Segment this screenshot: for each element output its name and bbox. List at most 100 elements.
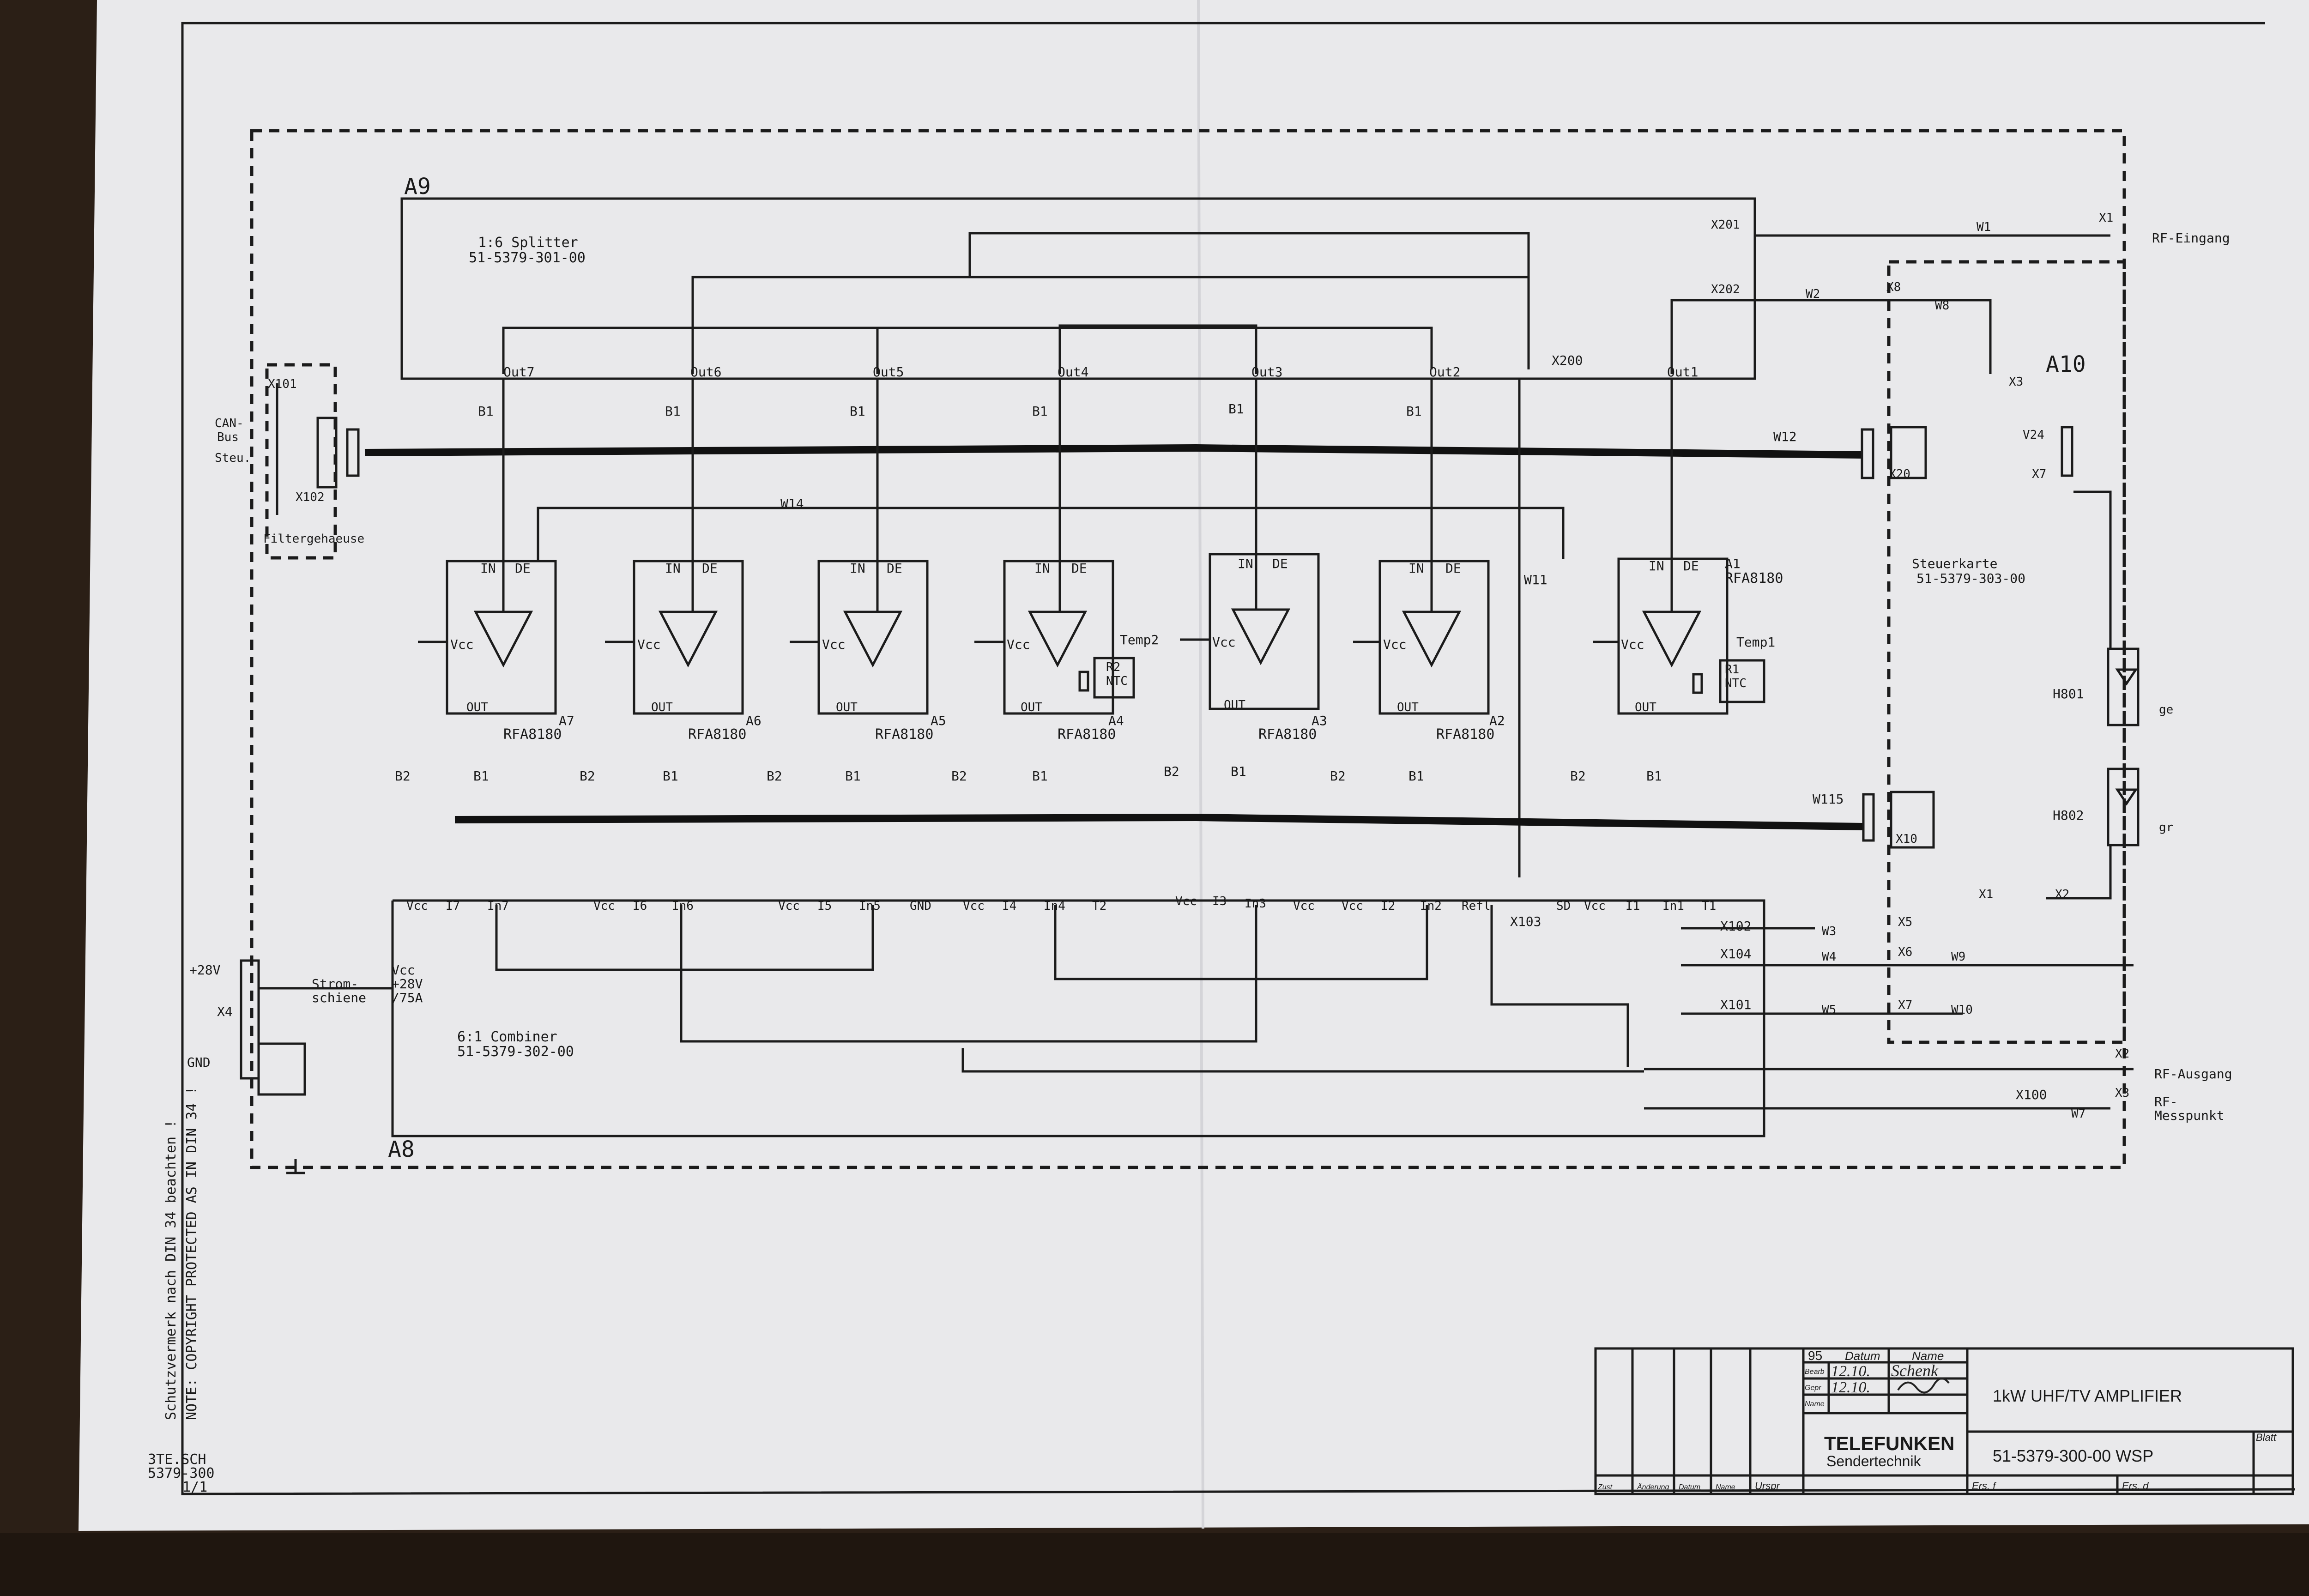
tb-year: 95 xyxy=(1808,1348,1822,1363)
paper-fold xyxy=(1197,0,1204,1529)
connector-v24: V24 xyxy=(2023,428,2044,442)
wire-w3: W3 xyxy=(1822,925,1836,938)
connector-x5: X5 xyxy=(1898,915,1912,929)
cp-vcc-3: Vcc xyxy=(1175,895,1197,908)
a3-de: DE xyxy=(1272,556,1288,571)
b1-2: B1 xyxy=(1408,768,1424,784)
connector-x202: X202 xyxy=(1711,283,1740,296)
can-bus-w12 xyxy=(364,444,1862,459)
a4-type: RFA8180 xyxy=(1058,726,1116,743)
tb-date1: 12.10. xyxy=(1831,1363,1870,1380)
connector-x1b: X1 xyxy=(1979,888,1993,901)
control-card-outline xyxy=(1887,260,2126,1044)
b1-3: B1 xyxy=(1231,764,1246,779)
connector-x3: X3 xyxy=(2115,1086,2129,1100)
a1-in: IN xyxy=(1649,558,1664,574)
led-h802-label: H802 xyxy=(2053,808,2084,823)
a6-vcc: Vcc xyxy=(637,637,661,652)
connector-x6: X6 xyxy=(1898,945,1912,959)
b1-1: B1 xyxy=(1646,768,1662,784)
tb-blatt: Blatt xyxy=(2256,1432,2277,1443)
route-out5-top xyxy=(968,232,1530,360)
a6-in: IN xyxy=(665,561,681,576)
amplifier-a7 xyxy=(418,379,557,715)
amplifier-a1 xyxy=(1593,379,1729,715)
a1-vcc: Vcc xyxy=(1621,637,1644,652)
ntc-r1-box xyxy=(1719,659,1765,703)
rail-v2: +28V xyxy=(392,976,423,991)
b1-top-7: B1 xyxy=(478,404,494,419)
title-block xyxy=(1594,1347,2294,1495)
tb-name1: Schenk xyxy=(1891,1361,1939,1380)
ntc-temp1: Temp1 xyxy=(1736,635,1775,650)
v24-plug xyxy=(2061,426,2073,477)
tb-datum: Datum xyxy=(1845,1349,1880,1363)
x20-box xyxy=(1890,426,1927,479)
side-note-2: NOTE: COPYRIGHT PROTECTED AS IN DIN 34 ! xyxy=(184,1087,200,1420)
led-h801 xyxy=(2107,647,2140,726)
ntc-r2-box xyxy=(1093,657,1135,699)
wire-w9: W9 xyxy=(1951,950,1965,964)
a6-id: A6 xyxy=(746,713,762,728)
a7-out: OUT xyxy=(466,701,488,714)
cp-vcc-x: Vcc xyxy=(1293,899,1315,913)
splitter-part: 51-5379-301-00 xyxy=(469,250,586,266)
wire-w7: W7 xyxy=(2071,1107,2085,1121)
tb-ers-f: Ers. f xyxy=(1972,1480,1997,1492)
rf-output: RF-Ausgang xyxy=(2154,1066,2232,1082)
connector-x8: X8 xyxy=(1886,280,1901,294)
rf-measure-l1: RF- xyxy=(2154,1094,2178,1109)
tb-signature xyxy=(1897,1378,1950,1394)
a5-id: A5 xyxy=(931,713,946,728)
side-note-1: Schutzvermerk nach DIN 34 beachten ! xyxy=(163,1120,179,1420)
amplifier-a6 xyxy=(605,379,744,715)
led-h801-color: ge xyxy=(2159,703,2173,717)
tb-gepr: Gepr xyxy=(1805,1384,1821,1392)
control-card-part: 51-5379-303-00 xyxy=(1916,571,2025,586)
tb-drawing-no: 51-5379-300-00 WSP xyxy=(1993,1446,2153,1465)
b1-top-4: B1 xyxy=(1032,404,1048,419)
connector-x10: X10 xyxy=(1896,832,1917,846)
a3-in: IN xyxy=(1238,556,1253,571)
cp-vcc-5: Vcc xyxy=(778,899,800,913)
combiner-route-out xyxy=(961,1048,1644,1073)
splitter-out7: Out7 xyxy=(503,364,534,380)
wire-w115: W115 xyxy=(1813,792,1844,807)
a5-vcc: Vcc xyxy=(822,637,846,652)
cp-vcc-7: Vcc xyxy=(406,899,428,913)
cp-i2: I2 xyxy=(1381,899,1395,913)
led-route xyxy=(2073,490,2112,649)
cp-in3: In3 xyxy=(1245,897,1266,911)
b2-5: B2 xyxy=(767,768,782,784)
refl-route xyxy=(1490,905,1629,1067)
connector-x7b: X7 xyxy=(2032,467,2046,481)
b1-top-2: B1 xyxy=(1406,404,1422,419)
x101-connector-body xyxy=(316,417,338,489)
combiner-route-7-5 xyxy=(495,905,874,971)
a4-vcc: Vcc xyxy=(1007,637,1030,652)
ntc-temp2: Temp2 xyxy=(1120,632,1159,647)
table-shadow xyxy=(0,1533,2309,1596)
tb-aenderung: Änderung xyxy=(1637,1483,1669,1491)
connector-x101: X101 xyxy=(1720,997,1751,1012)
tb-ers-d: Ers. d xyxy=(2122,1480,2149,1492)
a2-type: RFA8180 xyxy=(1436,726,1494,743)
b1-4: B1 xyxy=(1032,768,1048,784)
a7-type: RFA8180 xyxy=(503,726,562,743)
power-plus28: +28V xyxy=(189,962,221,978)
cp-in6: In6 xyxy=(672,899,694,913)
b1-6: B1 xyxy=(663,768,678,784)
can-line1: CAN- xyxy=(215,417,244,430)
paper-sheet xyxy=(79,0,2309,1531)
a2-vcc: Vcc xyxy=(1383,637,1407,652)
wire-w14-line xyxy=(537,507,1565,561)
combiner-route-6-3 xyxy=(680,905,1257,1043)
tb-title: 1kW UHF/TV AMPLIFIER xyxy=(1993,1386,2182,1405)
cp-i6: I6 xyxy=(633,899,647,913)
x202-route xyxy=(1670,299,1992,374)
b2-4: B2 xyxy=(951,768,967,784)
a5-de: DE xyxy=(887,561,902,576)
splitter-title: 1:6 Splitter xyxy=(478,235,578,251)
a5-out: OUT xyxy=(836,701,858,714)
